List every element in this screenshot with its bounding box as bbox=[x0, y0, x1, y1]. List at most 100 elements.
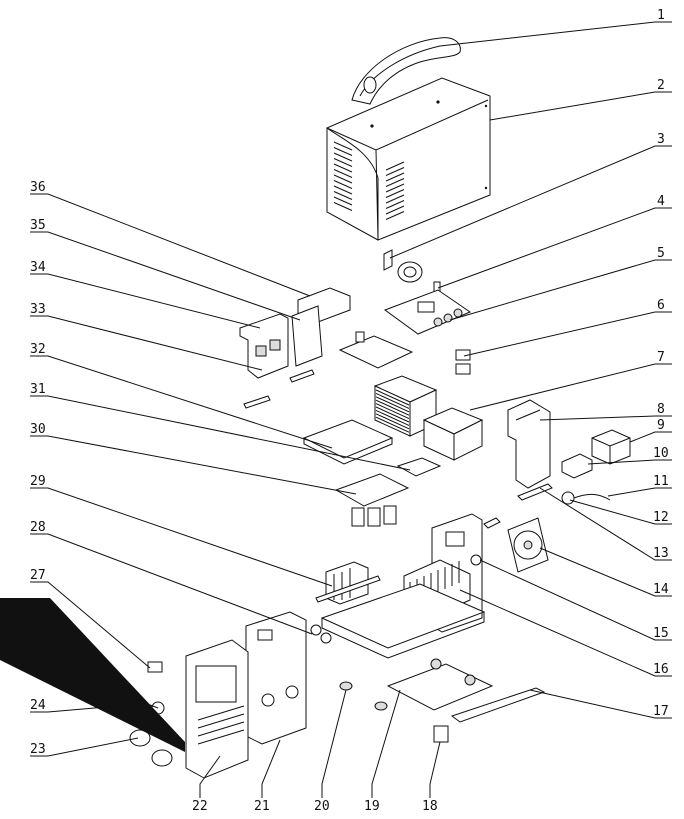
part-clamp bbox=[561, 453, 593, 479]
callout-22: 22 bbox=[192, 799, 208, 814]
callout-7: 7 bbox=[657, 350, 665, 365]
vent-slot bbox=[375, 403, 410, 420]
callout-34: 34 bbox=[30, 260, 46, 275]
part-base-strip bbox=[450, 687, 546, 723]
part-cable-gland bbox=[561, 491, 611, 505]
callout-9: 9 bbox=[657, 418, 665, 433]
part-top-bracket bbox=[291, 287, 351, 367]
part-terminal-strip bbox=[483, 483, 553, 529]
vent-slot bbox=[385, 189, 405, 198]
vent-slot bbox=[385, 211, 405, 220]
callout-6: 6 bbox=[657, 298, 665, 313]
vent-slot bbox=[375, 406, 410, 423]
callout-20: 20 bbox=[314, 799, 330, 814]
leader-lines bbox=[30, 21, 672, 798]
callout-labels-bottom: 22 21 20 19 18 bbox=[192, 799, 438, 814]
part-heatsinks bbox=[373, 375, 484, 461]
callout-24: 24 bbox=[30, 698, 46, 713]
vent-slot bbox=[385, 178, 405, 187]
vent-slot bbox=[385, 194, 405, 204]
callout-13: 13 bbox=[653, 546, 669, 561]
vent-slot bbox=[375, 409, 410, 426]
callout-33: 33 bbox=[30, 302, 46, 317]
callout-23: 23 bbox=[30, 742, 46, 757]
vent-slot bbox=[385, 205, 405, 215]
callout-labels-left: 36 35 34 33 32 31 30 29 28 27 26 25 24 2… bbox=[30, 180, 46, 757]
vent-slot bbox=[375, 396, 410, 413]
part-spacers bbox=[243, 369, 315, 409]
part-control-board bbox=[338, 331, 414, 369]
callout-32: 32 bbox=[30, 342, 46, 357]
callout-21: 21 bbox=[254, 799, 270, 814]
vent-slot bbox=[385, 167, 405, 176]
part-feet bbox=[339, 681, 388, 711]
callout-19: 19 bbox=[364, 799, 380, 814]
part-fan bbox=[507, 517, 549, 573]
callout-5: 5 bbox=[657, 246, 665, 261]
part-clips bbox=[455, 349, 471, 375]
callout-29: 29 bbox=[30, 474, 46, 489]
vent-slot bbox=[333, 147, 353, 156]
vent-slot bbox=[333, 202, 353, 211]
vent-slot bbox=[385, 183, 405, 193]
vent-slot bbox=[333, 152, 353, 162]
callout-31: 31 bbox=[30, 382, 46, 397]
callout-18: 18 bbox=[422, 799, 438, 814]
vent-slot bbox=[385, 200, 405, 209]
vent-slot bbox=[333, 163, 353, 173]
part-choke bbox=[397, 261, 441, 297]
vent-slot bbox=[333, 158, 353, 167]
vent-slot bbox=[375, 399, 410, 416]
part-handle bbox=[351, 37, 461, 105]
part-front-plate bbox=[245, 611, 307, 745]
callout-11: 11 bbox=[653, 474, 669, 489]
callout-4: 4 bbox=[657, 194, 665, 209]
vent-slot bbox=[333, 191, 353, 200]
callout-12: 12 bbox=[653, 510, 669, 525]
callout-17: 17 bbox=[653, 704, 669, 719]
part-mount-tray bbox=[302, 419, 394, 465]
part-bracket bbox=[383, 249, 393, 271]
vent-slot bbox=[375, 392, 410, 409]
part-block bbox=[591, 429, 631, 465]
part-transformer bbox=[315, 561, 381, 605]
part-capacitor-board bbox=[334, 473, 410, 527]
callout-28: 28 bbox=[30, 520, 46, 535]
callout-14: 14 bbox=[653, 582, 669, 597]
callout-36: 36 bbox=[30, 180, 46, 195]
part-plate-knobs bbox=[310, 624, 332, 644]
part-switch bbox=[433, 725, 449, 743]
part-output-board bbox=[383, 289, 472, 335]
callout-30: 30 bbox=[30, 422, 46, 437]
callout-3: 3 bbox=[657, 132, 665, 147]
vent-slot bbox=[375, 416, 410, 433]
part-cover bbox=[326, 77, 491, 241]
part-small-board bbox=[396, 457, 442, 477]
vent-slot bbox=[333, 174, 353, 184]
part-igbt-bracket bbox=[239, 313, 289, 379]
vent-slot bbox=[375, 389, 410, 406]
callout-labels-right: 1 2 3 4 5 6 7 8 9 10 11 12 13 14 15 16 1… bbox=[653, 8, 669, 719]
vent-slot bbox=[333, 196, 353, 206]
callout-35: 35 bbox=[30, 218, 46, 233]
callout-16: 16 bbox=[653, 662, 669, 677]
part-dinse-connectors bbox=[129, 729, 173, 767]
part-front-bezel bbox=[185, 639, 249, 779]
callout-2: 2 bbox=[657, 78, 665, 93]
callout-10: 10 bbox=[653, 446, 669, 461]
callout-26: 26 bbox=[30, 614, 46, 629]
vent-slot bbox=[385, 161, 405, 171]
callout-27: 27 bbox=[30, 568, 46, 583]
callout-25: 25 bbox=[30, 652, 46, 667]
vent-slot bbox=[333, 180, 353, 189]
part-bridge-bracket bbox=[507, 399, 551, 489]
part-base-tray bbox=[320, 583, 494, 711]
callout-8: 8 bbox=[657, 402, 665, 417]
callout-1: 1 bbox=[657, 8, 665, 23]
vent-slot bbox=[385, 172, 405, 182]
vent-slot bbox=[375, 413, 410, 430]
vent-slot bbox=[333, 169, 353, 178]
part-cover-label bbox=[0, 598, 185, 752]
callout-15: 15 bbox=[653, 626, 669, 641]
